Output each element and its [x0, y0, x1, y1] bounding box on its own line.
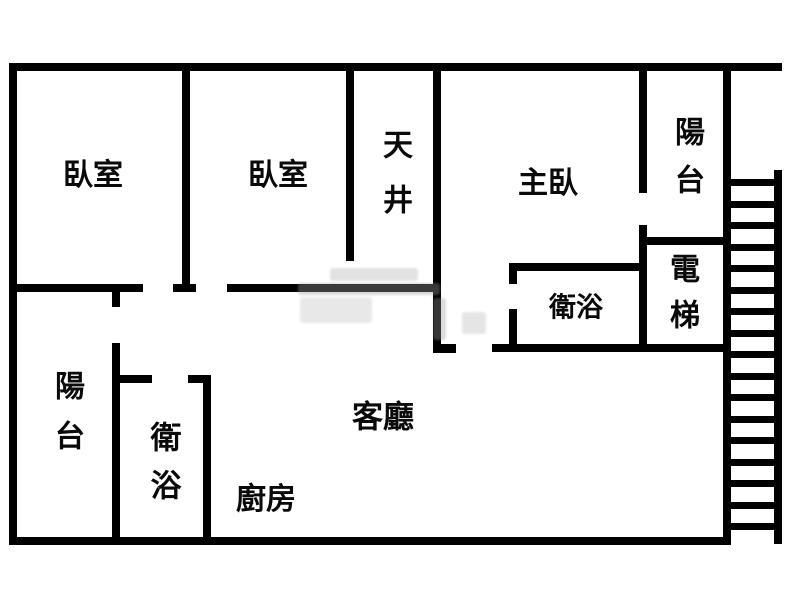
stair-rung [731, 286, 774, 294]
wall-mid-left [12, 284, 143, 292]
stair-rung [731, 351, 774, 358]
wall-master-right-upper [639, 63, 647, 193]
room-label-elevator: 電梯 [665, 253, 698, 345]
stair-rung [731, 308, 774, 315]
wall-outer-top [9, 63, 782, 71]
stair-rung [731, 265, 774, 272]
watermark-smudge [433, 298, 446, 340]
wall-outer-left [9, 63, 17, 545]
stair-rung [731, 415, 774, 423]
stair-rung [731, 329, 774, 337]
wall-bathroom-top-bottom [492, 344, 731, 352]
stair-rung [731, 394, 774, 401]
wall-bathroom-left-top-a [112, 375, 152, 383]
wall-bathroom-left-top-b [188, 375, 211, 383]
staircase [731, 170, 774, 538]
room-label-master-bedroom: 主臥 [518, 167, 578, 200]
stair-rung [731, 222, 774, 229]
room-label-bedroom-mid: 臥室 [248, 159, 308, 192]
wall-bathroom-top-left-upper [509, 265, 517, 284]
wall-outer-bottom [9, 537, 731, 545]
stair-rung [731, 372, 774, 380]
stair-rung [731, 458, 774, 466]
room-label-lightwell: 天井 [378, 129, 411, 239]
watermark-smudge [298, 283, 440, 295]
watermark-smudge [330, 268, 418, 281]
wall-master-left [433, 63, 441, 353]
wall-bathroom-top-left-lower [509, 309, 517, 352]
wall-master-right-lower [639, 225, 647, 352]
watermark-smudge [462, 312, 486, 334]
wall-bedroom-divider [182, 63, 190, 292]
wall-mid-right [227, 284, 441, 292]
wall-stairs-right [774, 170, 782, 544]
stair-rung [731, 480, 774, 487]
stair-rung [731, 501, 774, 509]
room-label-bathroom-top: 衛浴 [549, 292, 603, 323]
room-label-living-room: 客廳 [352, 399, 414, 435]
wall-balcony-left-lower [112, 343, 120, 543]
wall-balcony-left-upper [112, 288, 120, 307]
stair-rung [731, 437, 774, 444]
room-label-balcony-top: 陽台 [670, 116, 703, 212]
room-label-bedroom-left: 臥室 [63, 159, 123, 192]
stair-rung [731, 243, 774, 251]
wall-balcony-top-right [723, 63, 731, 544]
room-label-kitchen: 廚房 [236, 483, 296, 516]
wall-mid-stub [173, 284, 196, 292]
stair-rung [731, 523, 774, 530]
stair-rung [731, 200, 774, 208]
watermark-smudge [300, 297, 372, 323]
wall-bathroom-top-top [509, 263, 647, 271]
wall-master-left-foot [433, 344, 456, 353]
room-label-bathroom-left: 衛浴 [145, 421, 181, 517]
wall-lightwell-left [346, 63, 354, 261]
wall-bathroom-left-right [203, 375, 211, 540]
room-label-balcony-left: 陽台 [50, 370, 83, 470]
wall-elevator-top [643, 237, 731, 245]
stair-rung [731, 179, 774, 186]
